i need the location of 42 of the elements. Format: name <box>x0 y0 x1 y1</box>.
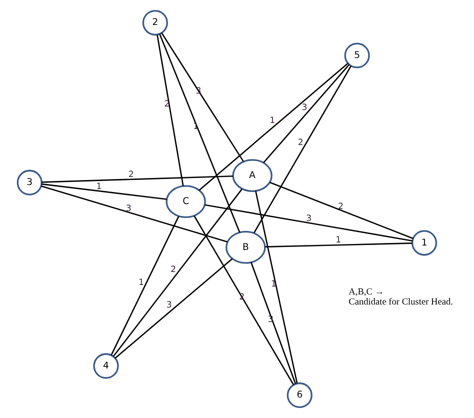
connector <box>156 34 184 186</box>
edge-label: 2 <box>128 170 134 180</box>
edge-label: 3 <box>126 204 132 214</box>
connector <box>41 185 228 242</box>
edge-label: 1 <box>336 236 342 246</box>
connector <box>253 66 352 234</box>
node-circle: 1 <box>412 230 438 256</box>
edge-label: 1 <box>270 116 276 126</box>
connector <box>112 188 243 357</box>
node-circle: 6 <box>286 382 312 408</box>
node-ellipse: B <box>226 230 266 264</box>
connector <box>263 64 350 164</box>
edge-label: 1 <box>138 278 144 288</box>
connector <box>198 62 348 191</box>
connector <box>42 175 233 183</box>
node-circle: 5 <box>344 42 370 68</box>
label: Candidate for Cluster Head. <box>348 297 453 308</box>
connector <box>159 34 240 233</box>
edge-label: 2 <box>338 202 344 212</box>
edge-label: 1 <box>96 182 102 192</box>
edge-label: 3 <box>306 214 312 224</box>
connector <box>161 32 244 162</box>
edge-label: 2 <box>298 138 304 148</box>
connector <box>194 216 294 386</box>
connector <box>265 242 412 248</box>
connector <box>250 262 296 384</box>
connector <box>204 204 413 242</box>
edge-label: 2 <box>164 100 170 110</box>
node-ellipse: A <box>232 159 272 192</box>
connector <box>114 258 233 359</box>
connector <box>270 182 414 240</box>
connector <box>255 190 298 384</box>
connector <box>42 183 167 200</box>
edge-label: 3 <box>302 102 308 113</box>
node-ellipse: C <box>166 185 206 218</box>
connector <box>110 216 180 356</box>
edge-label: 2 <box>170 265 176 276</box>
node-circle: 2 <box>142 10 168 36</box>
label: A,B,C → <box>348 287 384 298</box>
edge-label: 3 <box>166 300 172 310</box>
node-circle: 3 <box>16 170 42 196</box>
node-circle: 4 <box>93 353 119 379</box>
